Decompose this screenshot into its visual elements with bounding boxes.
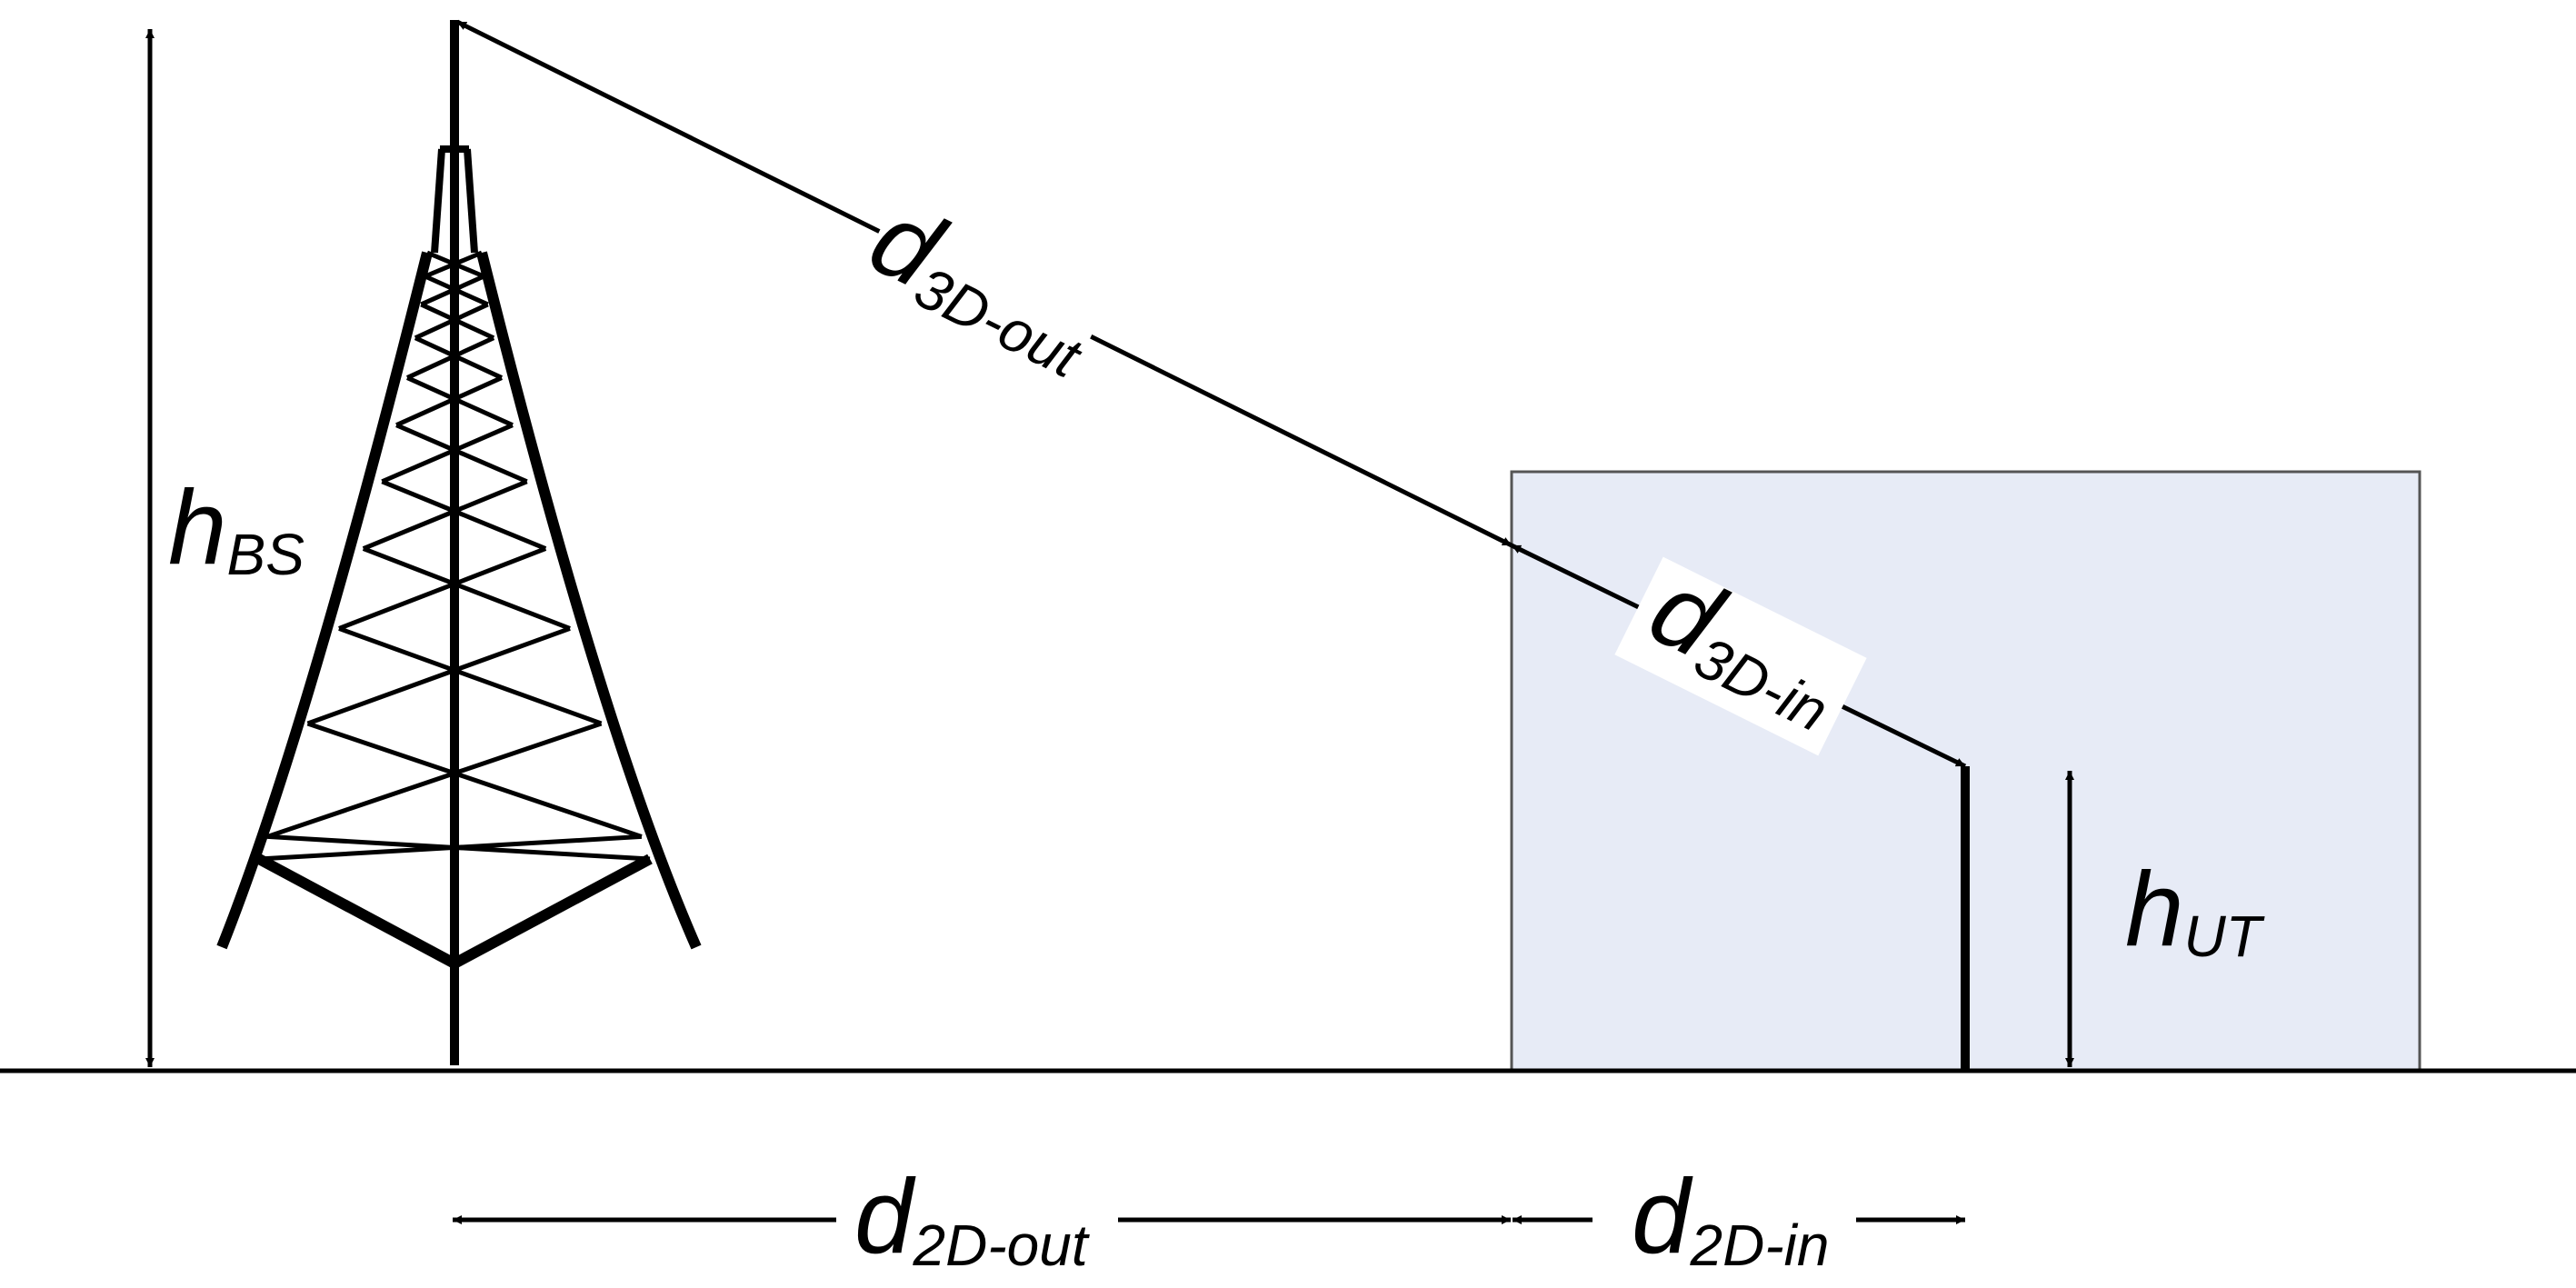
h-bs-label: hBS xyxy=(168,468,305,587)
tower-lattice-brace xyxy=(338,546,547,631)
tower-lattice-brace xyxy=(406,375,514,427)
tower-lattice-brace xyxy=(266,721,603,839)
tower-lattice-brace xyxy=(362,546,571,631)
d-2d-out-label-bg xyxy=(836,1173,1118,1273)
tower-lattice-brace xyxy=(381,479,547,551)
tower-lattice-brace xyxy=(381,423,514,484)
d-2d-out-label: d2D-out xyxy=(854,1157,1090,1278)
tower-lattice-brace xyxy=(258,834,643,862)
d-3d-out-label-bg xyxy=(862,192,1111,372)
tower-lattice-brace xyxy=(338,626,603,726)
tower-lattice-brace xyxy=(306,721,643,839)
tower-lattice-brace xyxy=(362,479,528,551)
d-2d-in-label-bg xyxy=(1593,1173,1856,1273)
tower-lattice-brace xyxy=(395,423,528,484)
tower-lattice-brace xyxy=(395,375,503,427)
h-ut-label: hUT xyxy=(2125,850,2265,969)
tower-lattice-brace xyxy=(306,626,571,726)
d-3d-in-label-bg xyxy=(1614,556,1867,756)
d-2d-in-label: d2D-in xyxy=(1632,1157,1829,1278)
base-station-tower-icon xyxy=(216,20,702,1065)
